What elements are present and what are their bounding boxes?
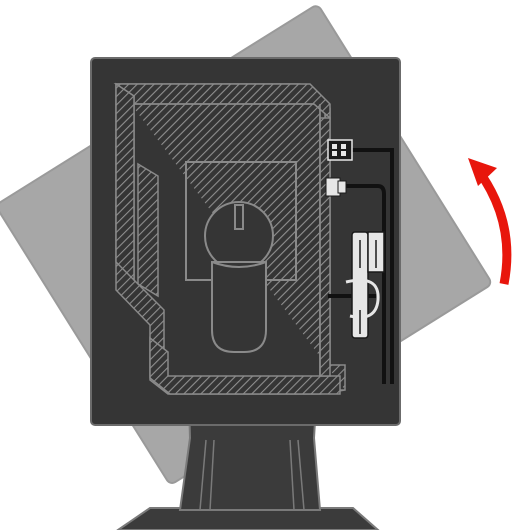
stand-column — [211, 261, 267, 353]
video-cable — [344, 184, 386, 384]
stand-neck-groove — [289, 439, 295, 511]
stand-neck-groove — [209, 439, 215, 511]
power-connector-icon — [327, 139, 353, 161]
video-connector-icon — [325, 177, 347, 197]
hatch-left-strip — [115, 82, 135, 282]
curved-arrow-clockwise-icon — [468, 158, 512, 285]
stand-base — [116, 507, 380, 530]
hatch-bottom-strip — [149, 336, 341, 395]
power-cable — [350, 148, 394, 384]
cable-clip-icon — [345, 231, 385, 339]
stand-column-front — [211, 261, 267, 268]
stand-neck-groove — [199, 439, 207, 511]
stand-neck-groove — [297, 439, 305, 511]
hatch-left-lower — [137, 162, 159, 298]
pivot-key — [234, 204, 244, 230]
